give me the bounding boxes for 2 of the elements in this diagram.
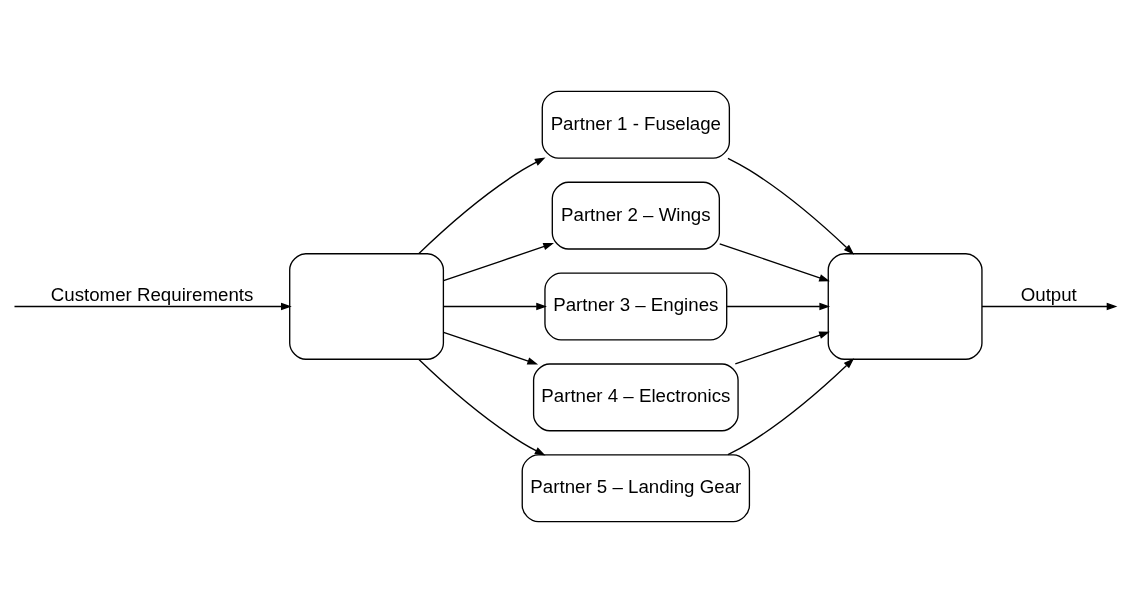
edge-label: Output (1020, 283, 1077, 305)
edge-label: Customer Requirements (50, 283, 254, 305)
